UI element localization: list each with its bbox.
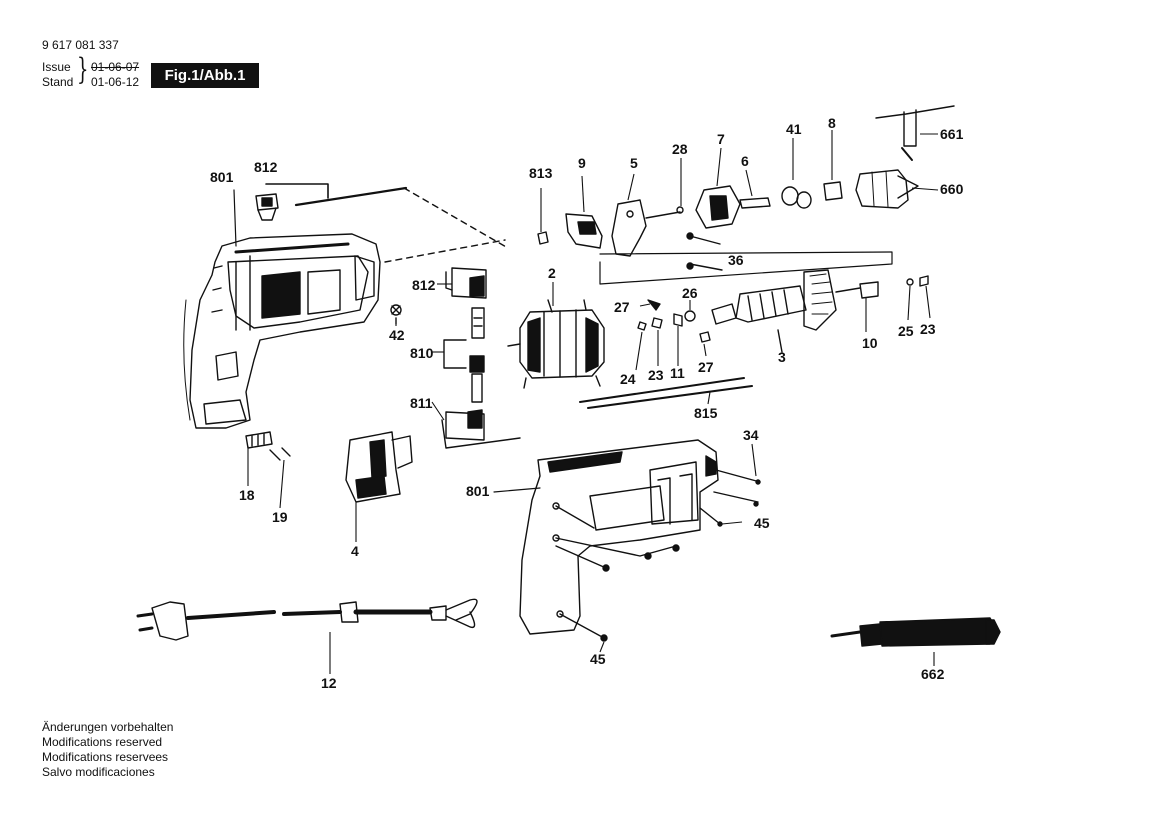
brush-clip-top-drawing xyxy=(255,183,329,221)
label-23-mid: 23 xyxy=(648,367,664,383)
figure-label: Fig.1/Abb.1 xyxy=(151,63,259,88)
label-23-right: 23 xyxy=(920,321,936,337)
switch-drawing xyxy=(345,431,413,503)
guide-line-812-top xyxy=(294,186,408,207)
label-41: 41 xyxy=(786,121,802,137)
label-25: 25 xyxy=(898,323,914,339)
cable-clamp-drawing xyxy=(245,431,291,461)
label-801-bottom: 801 xyxy=(466,483,490,499)
label-42: 42 xyxy=(389,327,405,343)
label-812-mid: 812 xyxy=(412,277,436,293)
small-parts-drawing xyxy=(637,299,711,343)
label-26: 26 xyxy=(682,285,698,301)
label-45-a: 45 xyxy=(754,515,770,531)
label-27-a: 27 xyxy=(614,299,630,315)
label-19: 19 xyxy=(272,509,288,525)
gear-assembly-drawing xyxy=(537,185,893,285)
label-5: 5 xyxy=(630,155,638,171)
date-brace: } xyxy=(77,52,89,87)
power-cord-drawing xyxy=(136,598,478,641)
label-28: 28 xyxy=(672,141,688,157)
label-813: 813 xyxy=(529,165,553,181)
label-8: 8 xyxy=(828,115,836,131)
label-662: 662 xyxy=(921,666,945,682)
housing-half-left-drawing xyxy=(183,233,381,429)
label-3: 3 xyxy=(778,349,786,365)
screw-42-drawing xyxy=(390,304,402,325)
footer-notes: Änderungen vorbehalten Modifications res… xyxy=(42,720,173,780)
footer-note-de: Änderungen vorbehalten xyxy=(42,720,174,734)
footer-note-es: Salvo modificaciones xyxy=(42,765,155,779)
brush-holder-811-drawing xyxy=(441,409,521,449)
cable-815-lines xyxy=(579,377,753,409)
issue-label: Issue xyxy=(42,60,71,74)
label-12: 12 xyxy=(321,675,337,691)
label-2: 2 xyxy=(548,265,556,281)
carbon-brushes-810-drawing xyxy=(443,307,485,403)
issue-date: 01-06-07 xyxy=(91,60,140,74)
label-24: 24 xyxy=(620,371,636,387)
stand-date: 01-06-12 xyxy=(91,75,140,89)
label-27-b: 27 xyxy=(698,359,714,375)
label-815: 815 xyxy=(694,405,718,421)
label-11: 11 xyxy=(670,365,685,381)
armature-drawing xyxy=(711,269,879,353)
label-6: 6 xyxy=(741,153,749,169)
label-36: 36 xyxy=(728,252,744,268)
label-4: 4 xyxy=(351,543,359,559)
document-number: 9 617 081 337 xyxy=(42,38,119,52)
footer-note-fr: Modifications reservees xyxy=(42,750,169,764)
label-34: 34 xyxy=(743,427,759,443)
footer-note-en: Modifications reserved xyxy=(42,735,163,749)
right-small-parts-drawing xyxy=(906,275,929,287)
label-9: 9 xyxy=(578,155,586,171)
screwdriver-662-drawing xyxy=(830,617,1001,647)
label-810: 810 xyxy=(410,345,434,361)
label-660: 660 xyxy=(940,181,964,197)
label-7: 7 xyxy=(717,131,725,147)
stand-label: Stand xyxy=(42,75,74,89)
label-661: 661 xyxy=(940,126,964,142)
brush-holder-812-drawing xyxy=(445,267,487,299)
label-811: 811 xyxy=(410,395,433,411)
label-10: 10 xyxy=(862,335,878,351)
label-18: 18 xyxy=(239,487,255,503)
label-801-top: 801 xyxy=(210,169,234,185)
label-812-top: 812 xyxy=(254,159,278,175)
assembly-dash-lines xyxy=(384,187,509,263)
chuck-assembly-drawing xyxy=(781,105,955,209)
label-45-b: 45 xyxy=(590,651,606,667)
field-stator-drawing xyxy=(507,299,605,389)
housing-half-right-drawing xyxy=(519,439,761,642)
